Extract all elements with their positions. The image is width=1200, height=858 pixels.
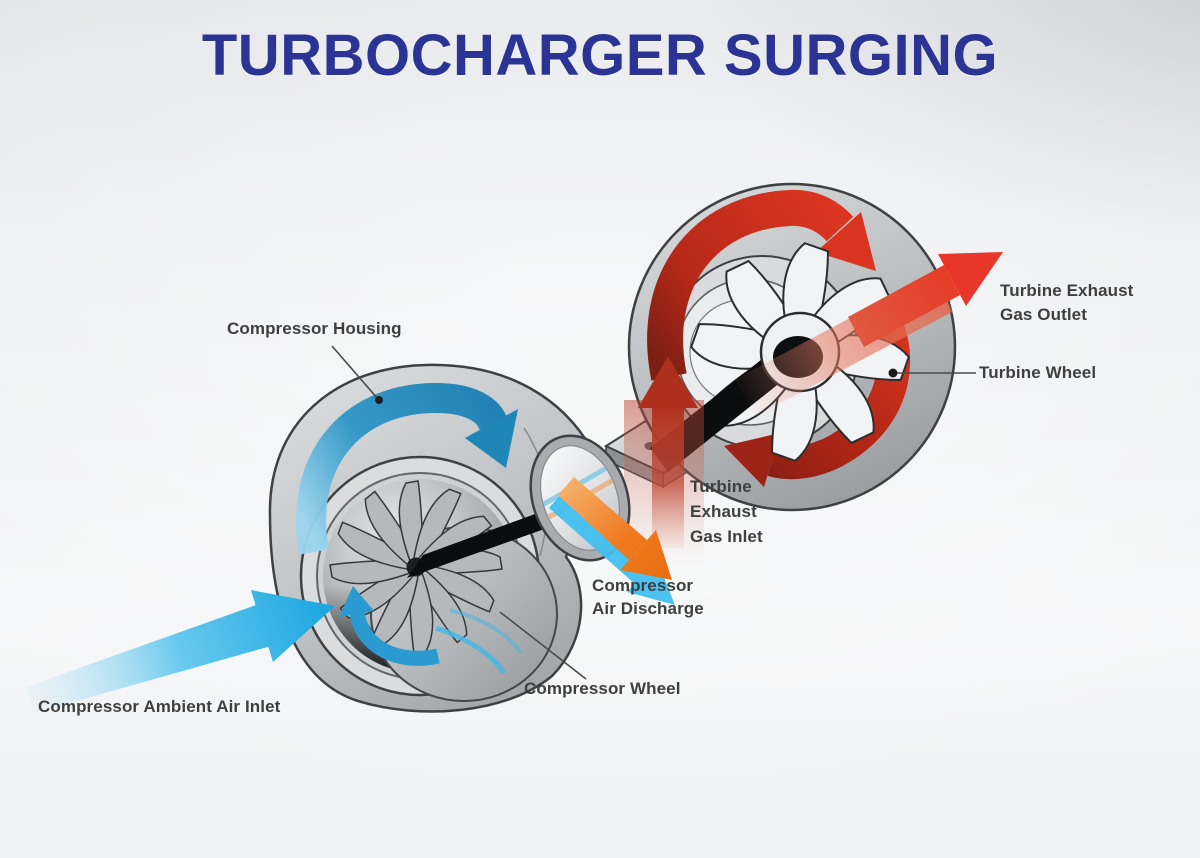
label-compressor-housing: Compressor Housing xyxy=(227,319,402,338)
compressor-housing-leader xyxy=(331,345,379,400)
label-line: Exhaust xyxy=(690,502,757,521)
compressor-assembly xyxy=(26,363,675,713)
label-line: Gas Inlet xyxy=(690,527,763,546)
compressor-air-discharge-arrow xyxy=(549,477,675,605)
label-line: Turbine Exhaust xyxy=(1000,281,1134,300)
compressor-ambient-air-inlet-arrow xyxy=(26,590,335,713)
discharge-arrowhead xyxy=(620,530,672,580)
inlet-arrowhead xyxy=(638,356,698,408)
turbine-exhaust-gas-outlet-arrow xyxy=(734,252,1003,416)
label-line: Gas Outlet xyxy=(1000,305,1087,324)
label-line: Compressor xyxy=(592,576,694,595)
label-compressor-wheel: Compressor Wheel xyxy=(524,679,681,698)
label-turbine-wheel: Turbine Wheel xyxy=(979,363,1097,382)
turbine-swirl-arrowhead xyxy=(816,212,876,271)
label-line: Air Discharge xyxy=(592,599,704,618)
label-turbine-exhaust-gas-inlet: Turbine Exhaust Gas Inlet xyxy=(690,474,763,549)
air-streak xyxy=(435,625,507,675)
label-turbine-exhaust-gas-outlet: Turbine Exhaust Gas Outlet xyxy=(1000,279,1133,327)
air-streak xyxy=(449,608,523,655)
turbine-swirl-arrowhead xyxy=(724,433,780,487)
leader-lines xyxy=(331,345,976,680)
outlet-arrowhead xyxy=(938,252,1003,306)
page-title: TURBOCHARGER SURGING xyxy=(201,23,999,88)
label-line: Turbine xyxy=(690,477,752,496)
compressor-inner-swirl-arrow xyxy=(339,586,440,666)
compressor-wheel-leader xyxy=(499,611,587,680)
inner-swirl-arrowhead xyxy=(339,586,374,617)
label-compressor-air-discharge: Compressor Air Discharge xyxy=(592,574,704,620)
compressor-swirl-arrow xyxy=(296,382,518,555)
turbine-assembly xyxy=(603,182,1003,565)
ambient-inlet-arrowhead xyxy=(251,590,335,662)
label-compressor-ambient-air-inlet: Compressor Ambient Air Inlet xyxy=(38,697,281,716)
compressor-swirl-arrowhead xyxy=(465,409,518,468)
turbine-exhaust-gas-inlet-arrow xyxy=(624,356,704,565)
compressor-housing-leader-dot xyxy=(375,396,383,404)
turbine-wheel-leader-dot xyxy=(888,368,898,378)
